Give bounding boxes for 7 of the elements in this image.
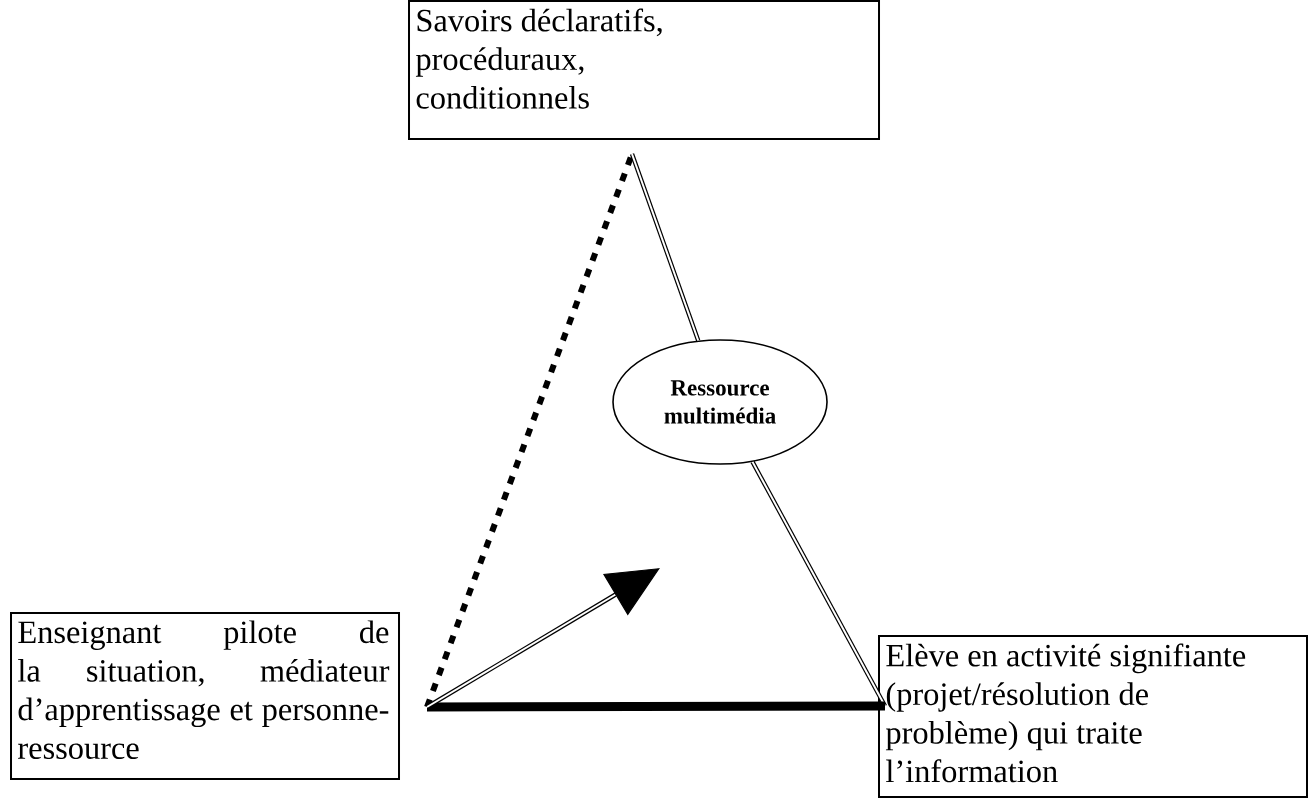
line: [427, 701, 885, 712]
double-line: [750, 460, 887, 708]
double-line: [629, 153, 701, 342]
arrow: [425, 568, 660, 709]
text-box: Savoirs déclaratifs, procéduraux, conditionnels: [408, 0, 880, 140]
text-box: Elève en activité signifiante (projet/résolution de problème) qui traite l’information: [878, 635, 1308, 798]
text-box: Enseignant pilote de la situation, médiateur d’apprentissage et personne-ressource: [10, 612, 400, 780]
